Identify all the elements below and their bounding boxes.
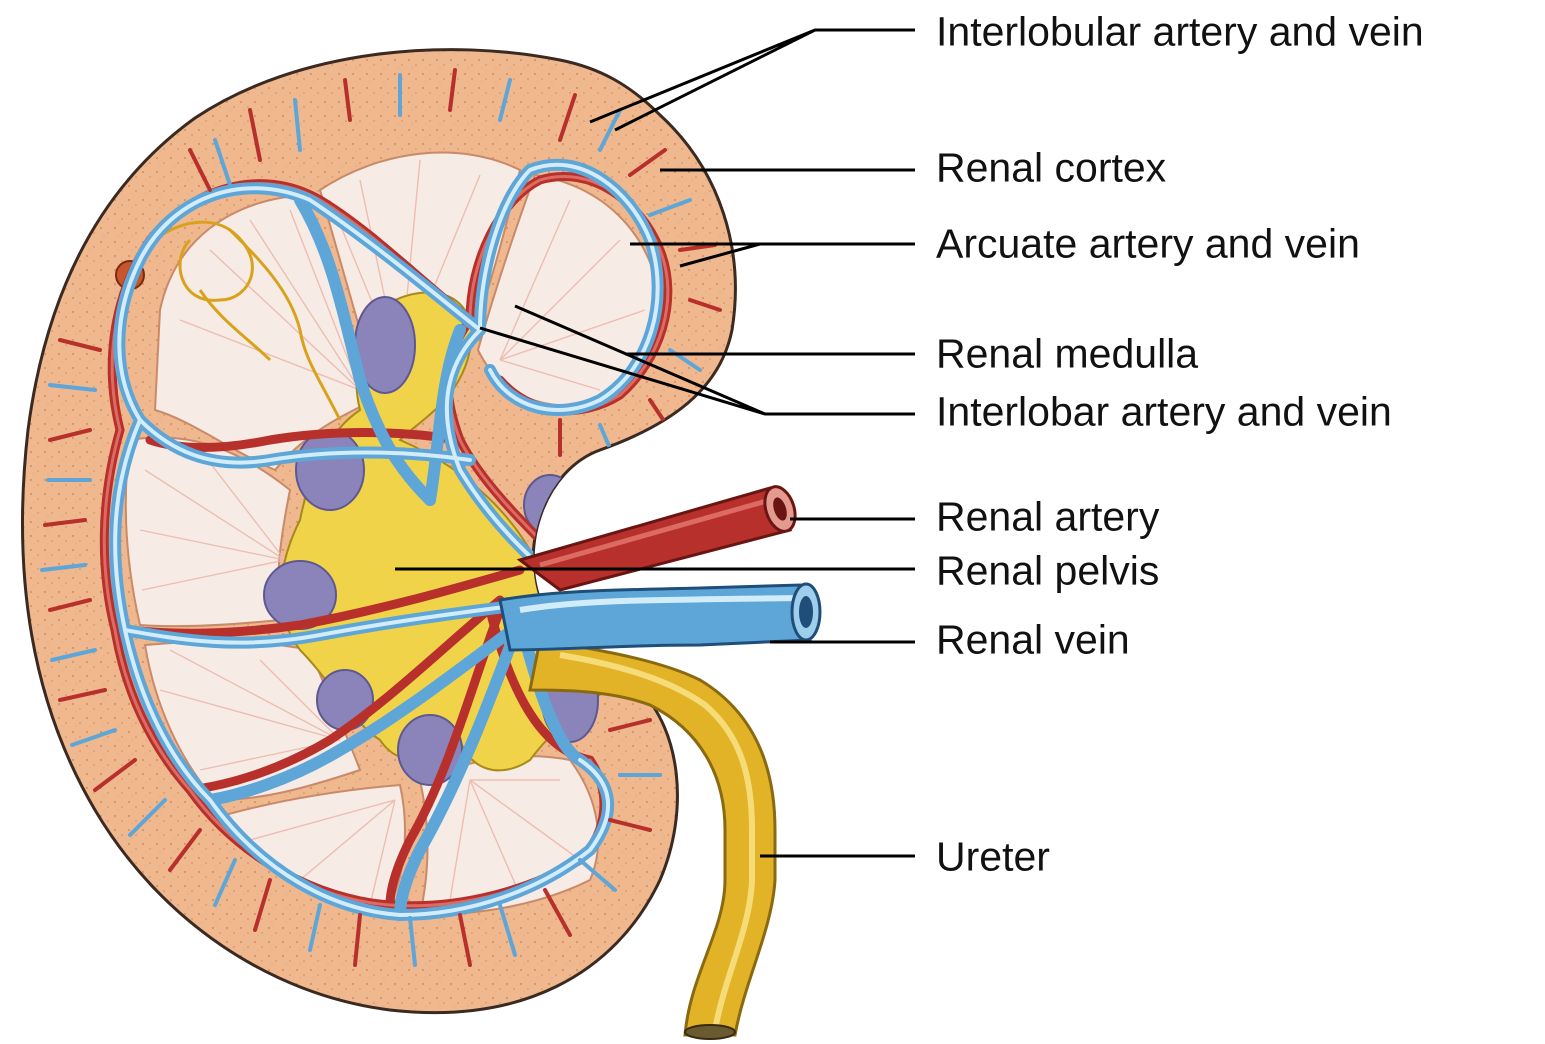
label-renal-artery: Renal artery [936, 497, 1159, 538]
label-renal-vein: Renal vein [936, 620, 1130, 661]
label-renal-medulla: Renal medulla [936, 334, 1198, 375]
label-renal-cortex: Renal cortex [936, 148, 1166, 189]
label-arcuate-artery-vein: Arcuate artery and vein [936, 224, 1360, 265]
label-renal-pelvis: Renal pelvis [936, 551, 1159, 592]
renal-vein [500, 584, 820, 650]
label-interlobular-artery-vein: Interlobular artery and vein [936, 12, 1424, 53]
renal-artery [520, 483, 800, 590]
label-interlobar-artery-vein: Interlobar artery and vein [936, 392, 1392, 433]
label-ureter: Ureter [936, 837, 1050, 878]
